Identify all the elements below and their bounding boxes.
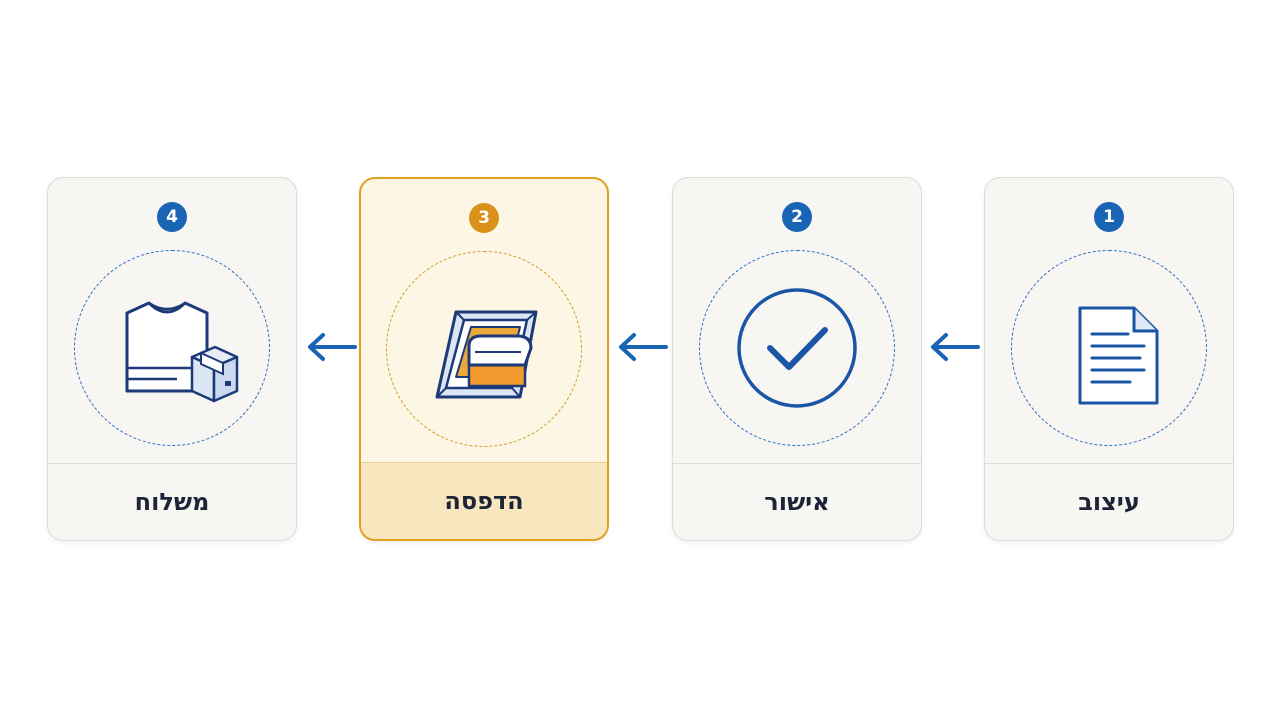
icon-ring <box>74 250 270 446</box>
icon-ring <box>386 251 582 447</box>
shirt-box-icon <box>97 273 247 423</box>
step-label: עיצוב <box>1078 488 1140 516</box>
step-label: משלוח <box>134 488 210 516</box>
step-label-area: עיצוב <box>985 463 1233 540</box>
step-number-badge: 2 <box>782 202 812 232</box>
checkmark-circle-icon <box>722 273 872 423</box>
step-label: הדפסה <box>444 487 524 515</box>
step-card-approval: 2 אישור <box>672 177 922 541</box>
step-card-shipping: 4 משלוח <box>47 177 297 541</box>
step-label: אישור <box>764 488 830 516</box>
arrow-left-icon <box>926 330 982 364</box>
step-number-badge: 3 <box>469 203 499 233</box>
arrow-left-icon <box>303 330 359 364</box>
step-card-design: 1 עיצוב <box>984 177 1234 541</box>
step-number-badge: 4 <box>157 202 187 232</box>
arrow-left-icon <box>614 330 670 364</box>
document-icon <box>1034 273 1184 423</box>
step-label-area: אישור <box>673 463 921 540</box>
icon-ring <box>699 250 895 446</box>
icon-ring <box>1011 250 1207 446</box>
step-label-area: משלוח <box>48 463 296 540</box>
step-number-badge: 1 <box>1094 202 1124 232</box>
step-label-area: הדפסה <box>361 462 607 539</box>
screen-print-icon <box>409 274 559 424</box>
step-card-printing: 3 הדפסה <box>359 177 609 541</box>
